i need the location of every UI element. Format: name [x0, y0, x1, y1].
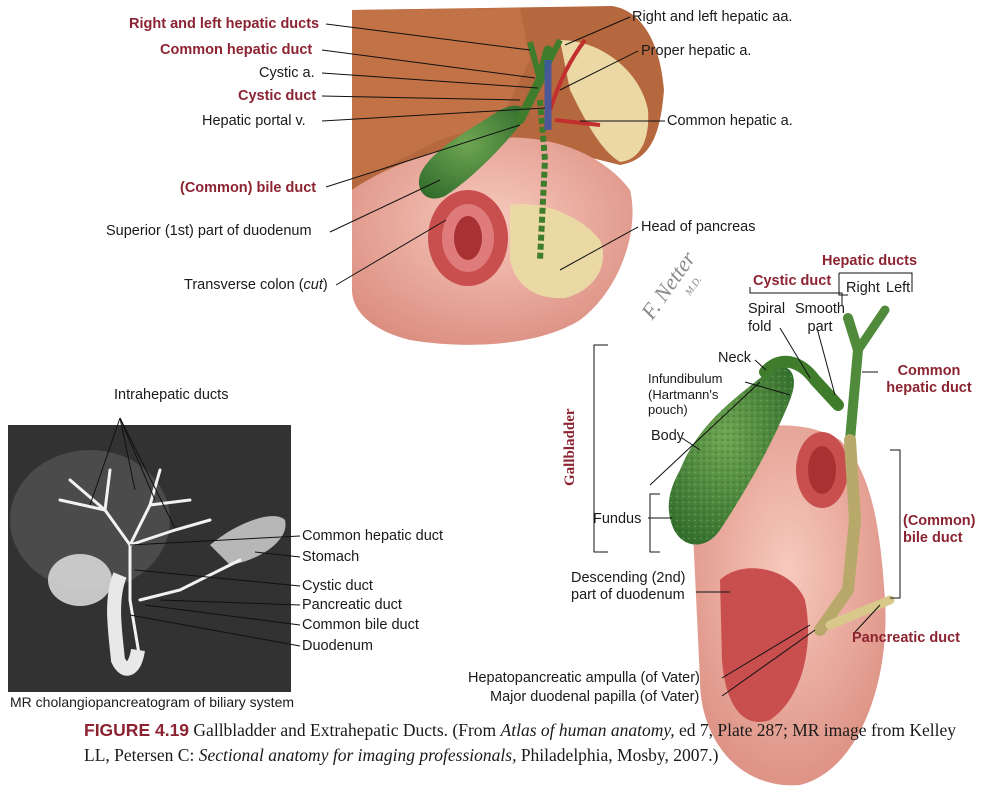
figure-number: FIGURE 4.19 [84, 720, 190, 740]
label-detail-pancreatic-duct: Pancreatic duct [852, 630, 960, 646]
label-spiral-fold: Spiral fold [748, 301, 786, 335]
gallbladder-top [418, 105, 524, 199]
label-smooth-part: Smooth part [795, 301, 845, 335]
label-descending-duodenum: Descending (2nd) part of duodenum [571, 570, 686, 603]
pancreas-head [510, 204, 604, 299]
leader-lines [89, 16, 913, 697]
label-superior-duodenum: Superior (1st) part of duodenum [106, 223, 312, 239]
label-common-bile-duct: (Common) bile duct [180, 180, 317, 196]
label-proper-hepatic-artery: Proper hepatic a. [641, 43, 752, 59]
label-left: Left [886, 280, 911, 296]
label-cystic-duct: Cystic duct [238, 88, 317, 104]
label-neck: Neck [718, 350, 752, 366]
top-illustration [352, 6, 664, 345]
label-mrcp-cystic-duct: Cystic duct [302, 578, 373, 594]
label-common-hepatic-duct: Common hepatic duct [160, 42, 313, 58]
mrcp-image [8, 425, 291, 692]
label-right-left-hepatic-arteries: Right and left hepatic aa. [632, 9, 793, 25]
netter-signature: F. Netter M.D. [635, 246, 704, 324]
label-detail-common-hepatic-duct: Common hepatic duct [886, 363, 972, 396]
label-mrcp-common-hepatic-duct: Common hepatic duct [302, 528, 444, 544]
detail-illustration [668, 305, 895, 786]
common-bile-duct-detail [814, 434, 862, 636]
label-hepatopancreatic-ampulla: Hepatopancreatic ampulla (of Vater) [468, 670, 700, 686]
label-mrcp-stomach: Stomach [302, 549, 360, 565]
label-mrcp-common-bile-duct: Common bile duct [302, 617, 419, 633]
label-infundibulum: Infundibulum (Hartmann's pouch) [648, 371, 723, 417]
label-head-of-pancreas: Head of pancreas [641, 219, 756, 235]
label-mrcp-duodenum: Duodenum [302, 638, 373, 654]
figure-caption: FIGURE 4.19 Gallbladder and Extrahepatic… [84, 720, 956, 765]
label-mrcp-pancreatic-duct: Pancreatic duct [302, 597, 402, 613]
label-transverse-colon: Transverse colon (cut) [184, 277, 328, 293]
label-gallbladder: Gallbladder [562, 408, 578, 486]
label-common-hepatic-artery: Common hepatic a. [667, 113, 793, 129]
label-right-left-hepatic-ducts: Right and left hepatic ducts [129, 16, 320, 32]
label-body: Body [651, 428, 685, 444]
label-detail-cystic-duct: Cystic duct [753, 273, 832, 289]
label-major-duodenal-papilla: Major duodenal papilla (of Vater) [490, 689, 700, 705]
label-fundus: Fundus [593, 511, 642, 527]
label-detail-common-bile-duct: (Common) bile duct [903, 513, 976, 546]
label-hepatic-portal-vein: Hepatic portal v. [202, 113, 306, 129]
lesser-omentum [560, 40, 649, 162]
label-intrahepatic-ducts: Intrahepatic ducts [114, 387, 229, 403]
label-hepatic-ducts: Hepatic ducts [822, 253, 918, 269]
mrcp-caption: MR cholangiopancreatogram of biliary sys… [10, 694, 295, 710]
label-right: Right [846, 280, 880, 296]
label-cystic-artery: Cystic a. [259, 65, 315, 81]
